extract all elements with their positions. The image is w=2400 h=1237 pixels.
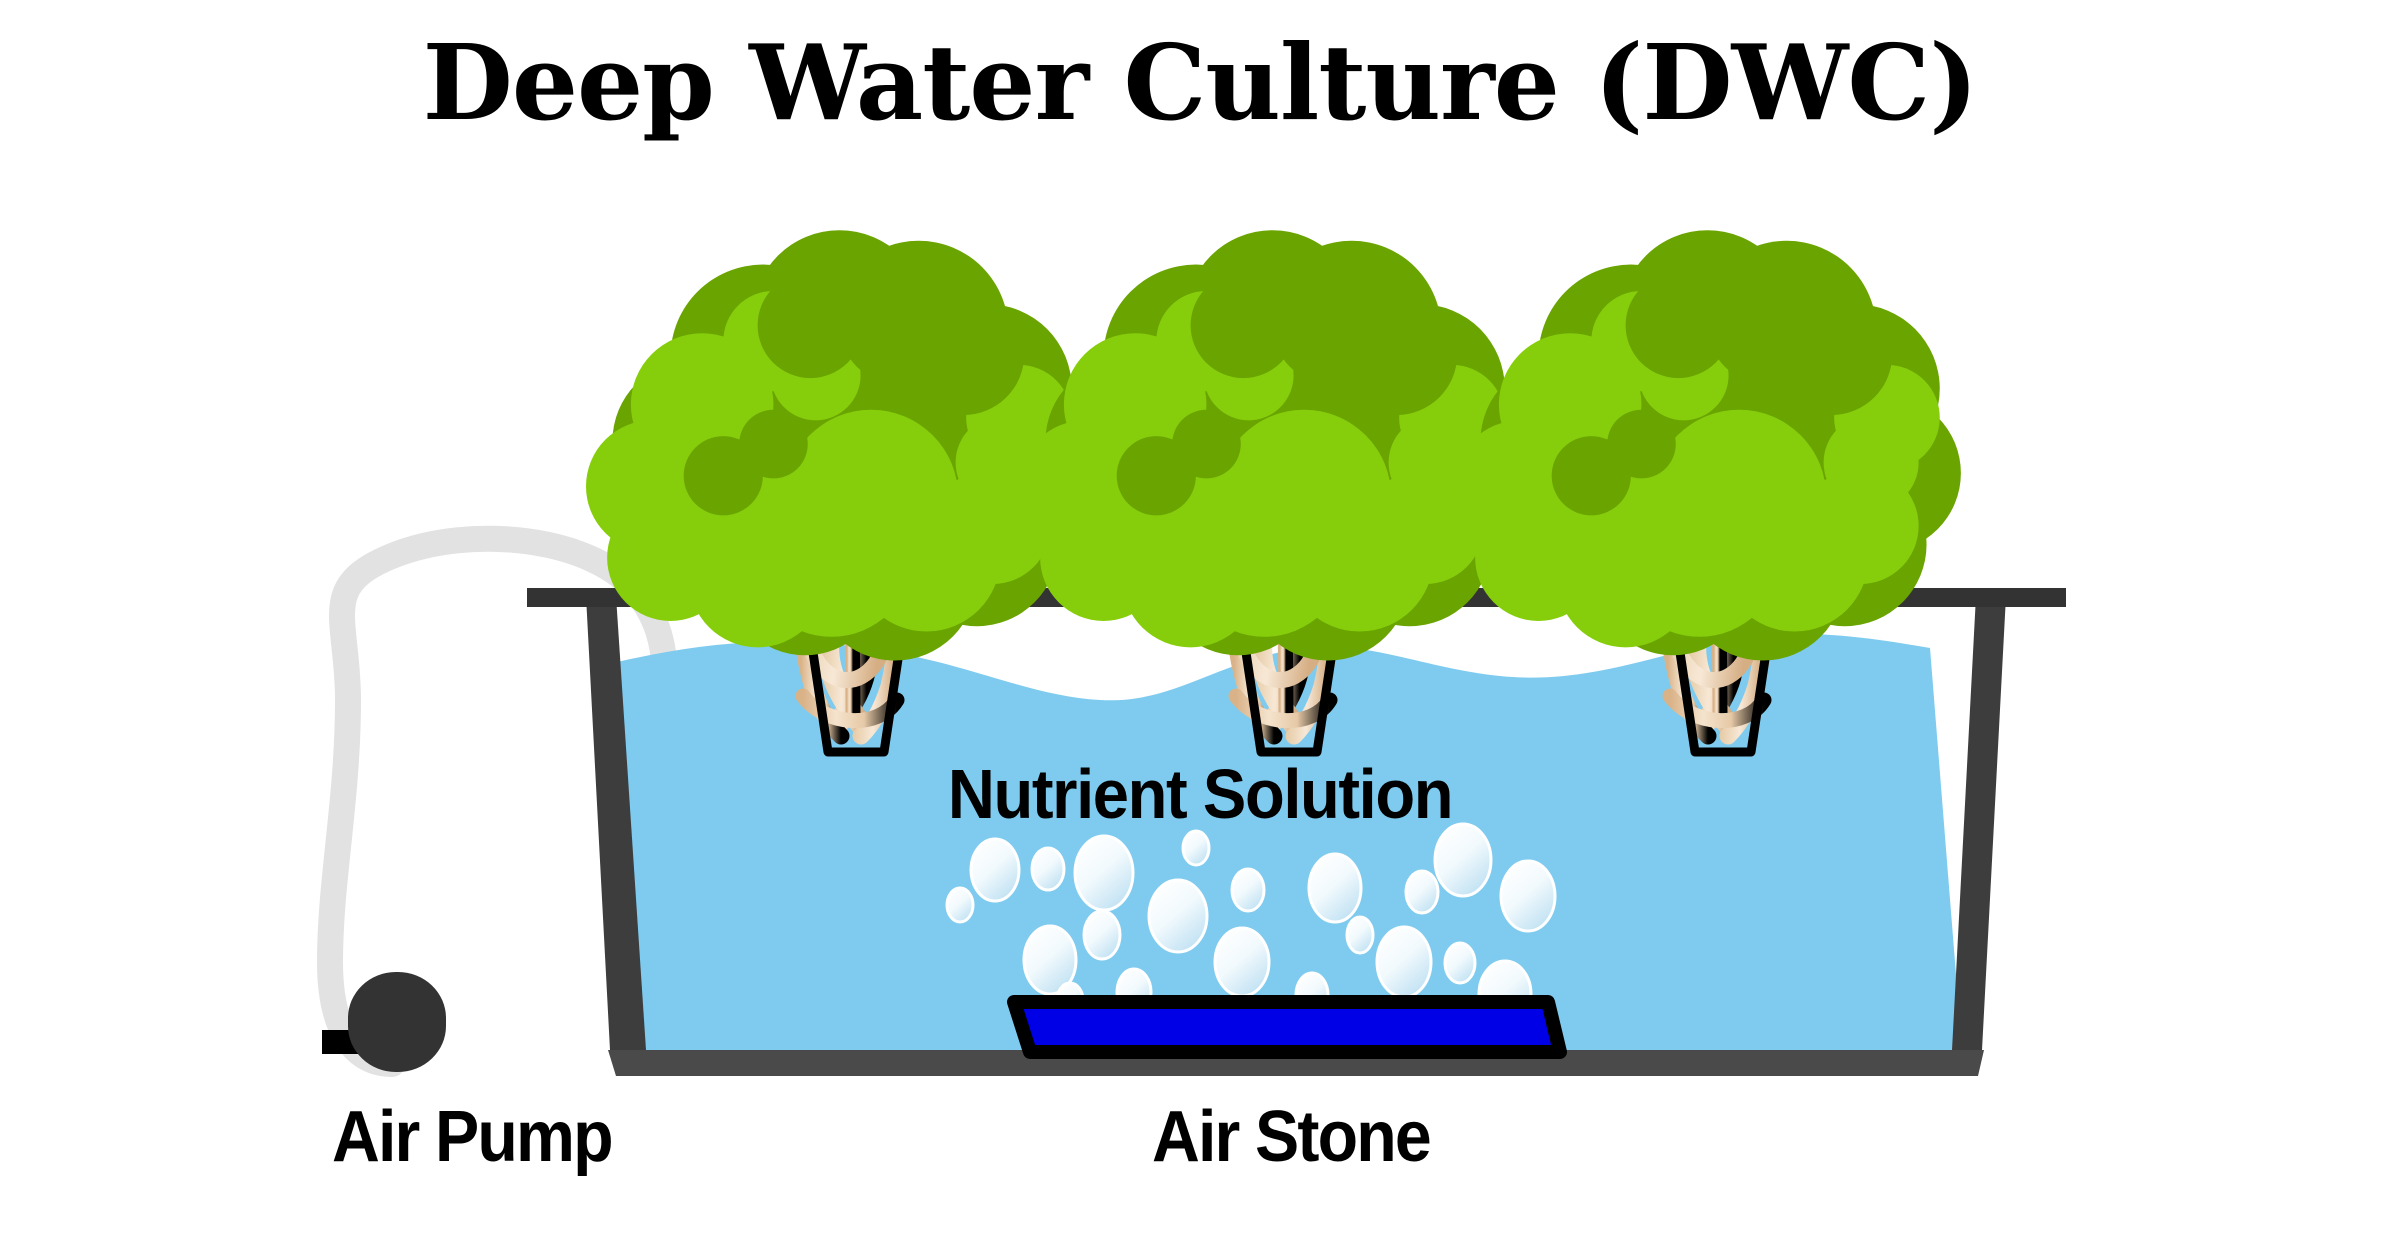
- bubble: [1030, 846, 1066, 892]
- tank-left-wall: [586, 596, 646, 1050]
- label-air-stone: Air Stone: [1152, 1097, 1432, 1177]
- net-pot: [1668, 605, 1778, 757]
- plant-assembly-right: [1454, 230, 1961, 757]
- label-nutrient-solution: Nutrient Solution: [947, 755, 1454, 833]
- bubble: [945, 886, 975, 924]
- bubble: [1213, 926, 1271, 998]
- tank-right-wall: [1952, 596, 2006, 1050]
- bubble: [1147, 878, 1209, 954]
- bubble: [1073, 834, 1135, 912]
- bubble-group: [945, 822, 1557, 1029]
- nutrient-water: [600, 633, 1962, 1050]
- bubble: [1082, 909, 1122, 961]
- page-title: Deep Water Culture (DWC): [422, 21, 1979, 144]
- bubble: [1345, 915, 1375, 955]
- bubble: [969, 837, 1021, 903]
- bubble: [1404, 869, 1440, 915]
- plant-assembly-center: [1019, 230, 1526, 757]
- bubble: [1307, 852, 1363, 924]
- reservoir-tank: [586, 596, 2006, 1076]
- tank-bottom: [608, 1050, 1984, 1076]
- net-pot: [801, 605, 911, 757]
- bubble: [1443, 941, 1477, 985]
- plant-assembly-left: [586, 230, 1093, 757]
- bubble: [1181, 829, 1211, 867]
- net-pot: [1234, 605, 1344, 757]
- bubble: [1433, 822, 1493, 898]
- air-pump-body: [348, 972, 446, 1072]
- air-pump: [322, 972, 446, 1072]
- bubble: [1022, 924, 1078, 996]
- air-stone: [1007, 995, 1567, 1059]
- bubble: [1499, 859, 1557, 933]
- bubble: [1230, 867, 1266, 913]
- bubble: [1375, 925, 1433, 999]
- label-air-pump: Air Pump: [332, 1097, 614, 1177]
